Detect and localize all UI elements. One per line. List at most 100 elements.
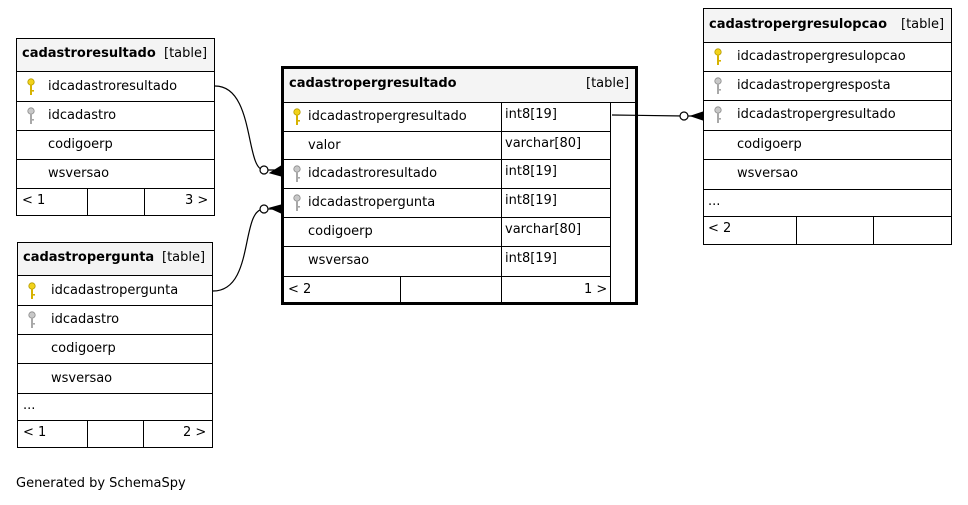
table-cadastroresultado: cadastroresultado [table] idcadastroresu… — [16, 38, 215, 216]
column-row[interactable]: idcadastropergresposta — [704, 72, 951, 101]
table-nav-row: < 1 2 > — [18, 421, 212, 447]
relationship-line — [611, 114, 703, 117]
column-type: varchar[80] — [505, 222, 582, 237]
primary-key-icon — [28, 282, 36, 299]
primary-key-icon — [27, 78, 35, 95]
table-name[interactable]: cadastropergunta — [23, 250, 155, 265]
table-kind-label: [table] — [162, 250, 206, 265]
column-name: idcadastropergunta — [308, 195, 436, 210]
column-name: codigoerp — [308, 224, 373, 239]
column-row[interactable]: idcadastroresultado int8[19] — [284, 160, 611, 189]
nav-prev[interactable]: < 2 — [288, 282, 312, 297]
column-row[interactable]: idcadastropergresultado int8[19] — [284, 103, 611, 132]
column-row[interactable]: idcadastropergunta — [18, 276, 212, 306]
foreign-key-icon — [714, 106, 722, 123]
column-row[interactable]: codigoerp — [17, 131, 214, 160]
nav-divider — [501, 277, 502, 305]
table-header: cadastropergunta [table] — [18, 243, 212, 276]
column-type: int8[19] — [505, 251, 557, 266]
column-row[interactable]: valor varchar[80] — [284, 132, 611, 160]
more-columns-ellipsis: ... — [708, 194, 721, 209]
table-kind-label: [table] — [586, 76, 630, 91]
relationship-line — [212, 208, 281, 292]
many-marker — [268, 165, 282, 177]
table-cadastropergunta: cadastropergunta [table] idcadastropergu… — [17, 242, 213, 448]
table-nav-row: < 2 1 > — [284, 277, 611, 305]
type-divider — [501, 103, 502, 132]
column-name: idcadastro — [48, 108, 117, 123]
column-name: idcadastropergresultado — [308, 109, 467, 124]
nav-divider — [873, 217, 874, 244]
column-name: idcadastroresultado — [308, 166, 438, 181]
column-type: int8[19] — [505, 164, 557, 179]
column-row[interactable]: wsversao int8[19] — [284, 247, 611, 277]
type-divider — [501, 189, 502, 218]
type-divider — [501, 160, 502, 189]
table-name[interactable]: cadastropergresulopcao — [709, 17, 888, 32]
column-name: codigoerp — [737, 137, 802, 152]
type-divider — [501, 132, 502, 160]
table-cadastropergresultado: cadastropergresultado [table] idcadastro… — [281, 66, 638, 305]
foreign-key-icon — [714, 77, 722, 94]
table-kind-label: [table] — [901, 17, 945, 32]
foreign-key-icon — [27, 107, 35, 124]
nav-divider — [87, 189, 88, 215]
column-name: codigoerp — [51, 341, 116, 356]
column-row[interactable]: codigoerp — [18, 335, 212, 364]
column-name: wsversao — [48, 166, 110, 181]
nav-next[interactable]: 2 > — [183, 425, 207, 440]
column-type: int8[19] — [505, 193, 557, 208]
column-row[interactable]: idcadastropergresulopcao — [704, 43, 951, 72]
column-name: idcadastroresultado — [48, 79, 178, 94]
nav-divider — [144, 189, 145, 215]
column-name: valor — [308, 138, 341, 153]
nav-next[interactable]: 3 > — [185, 193, 209, 208]
column-divider — [610, 103, 611, 305]
foreign-key-icon — [28, 311, 36, 328]
column-row[interactable]: wsversao — [17, 160, 214, 189]
type-divider — [501, 247, 502, 277]
column-row[interactable]: codigoerp varchar[80] — [284, 218, 611, 247]
column-type: int8[19] — [505, 107, 557, 122]
column-row[interactable]: codigoerp — [704, 131, 951, 160]
column-row[interactable]: idcadastro — [18, 306, 212, 335]
primary-key-icon — [293, 108, 301, 125]
column-type: varchar[80] — [505, 136, 582, 151]
nav-prev[interactable]: < 2 — [708, 221, 732, 236]
optional-marker — [259, 165, 269, 175]
more-columns-row: ... — [18, 394, 212, 421]
column-name: codigoerp — [48, 137, 113, 152]
many-marker — [268, 204, 282, 214]
nav-prev[interactable]: < 1 — [22, 193, 46, 208]
relationship-line — [214, 85, 281, 171]
nav-next[interactable]: 1 > — [584, 282, 608, 297]
column-name: idcadastropergresposta — [737, 78, 891, 93]
column-row[interactable]: idcadastropergresultado — [704, 101, 951, 131]
column-row[interactable]: idcadastro — [17, 102, 214, 131]
table-kind-label: [table] — [164, 46, 208, 61]
nav-divider — [143, 421, 144, 447]
more-columns-ellipsis: ... — [23, 398, 36, 413]
column-name: idcadastropergresultado — [737, 107, 896, 122]
foreign-key-icon — [293, 194, 301, 211]
table-header: cadastropergresulopcao [table] — [704, 9, 951, 43]
column-name: wsversao — [737, 166, 799, 181]
many-marker — [689, 111, 704, 121]
column-row[interactable]: wsversao — [18, 364, 212, 394]
type-divider — [501, 218, 502, 247]
column-name: idcadastropergunta — [51, 283, 179, 298]
table-header: cadastroresultado [table] — [17, 39, 214, 72]
table-header: cadastropergresultado [table] — [284, 69, 635, 103]
nav-prev[interactable]: < 1 — [23, 425, 47, 440]
generator-footer: Generated by SchemaSpy — [16, 476, 186, 491]
table-name[interactable]: cadastropergresultado — [289, 76, 457, 91]
column-row[interactable]: idcadastroresultado — [17, 72, 214, 102]
foreign-key-icon — [293, 165, 301, 182]
nav-divider — [796, 217, 797, 244]
column-row[interactable]: idcadastropergunta int8[19] — [284, 189, 611, 218]
column-name: wsversao — [308, 253, 370, 268]
column-row[interactable]: wsversao — [704, 160, 951, 190]
table-name[interactable]: cadastroresultado — [22, 46, 156, 61]
primary-key-icon — [714, 48, 722, 65]
